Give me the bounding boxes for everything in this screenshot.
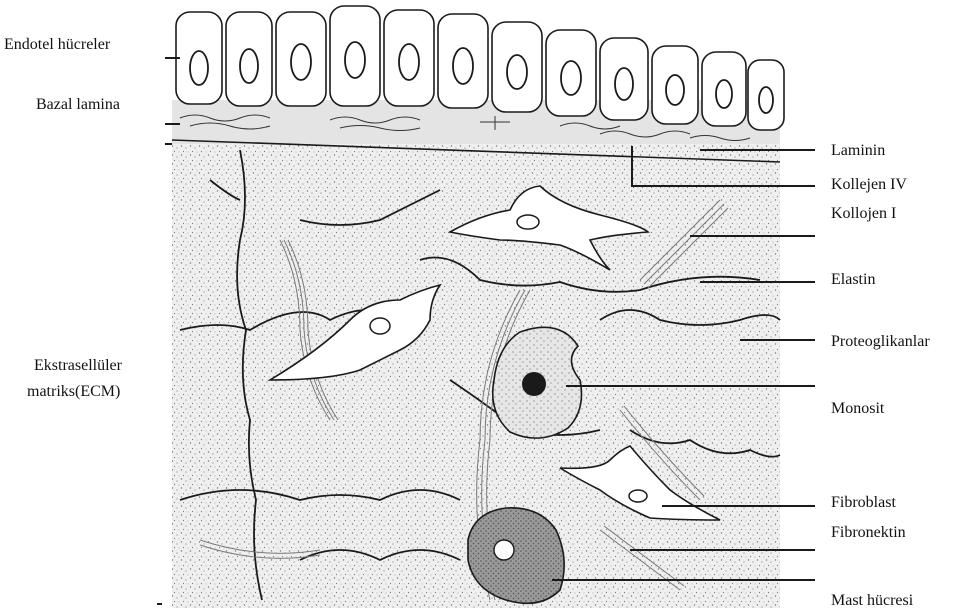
label-proteoglycans: Proteoglikanlar [831,333,930,351]
label-monocyte: Monosit [831,400,884,418]
label-basal-lamina: Bazal lamina [36,96,120,114]
mast-cell-nucleus [494,540,514,560]
fibroblast-middle-nucleus [370,318,390,334]
label-ecm-line1: Ekstrasellüler [34,357,122,375]
label-laminin: Laminin [831,142,885,160]
fibroblast-top-nucleus [517,215,539,229]
label-collagen-i: Kollojen I [831,205,896,223]
label-elastin: Elastin [831,271,875,289]
label-mast-cell: Mast hücresi [831,592,913,610]
label-ecm-line2: matriks(ECM) [27,383,120,401]
label-fibronectin: Fibronektin [831,524,906,542]
label-fibroblast: Fibroblast [831,494,896,512]
label-collagen-iv: Kollejen IV [831,176,907,194]
fibroblast-lower-nucleus [629,490,647,502]
label-endothelial-cells: Endotel hücreler [4,36,110,54]
monocyte-nucleus [522,372,546,396]
